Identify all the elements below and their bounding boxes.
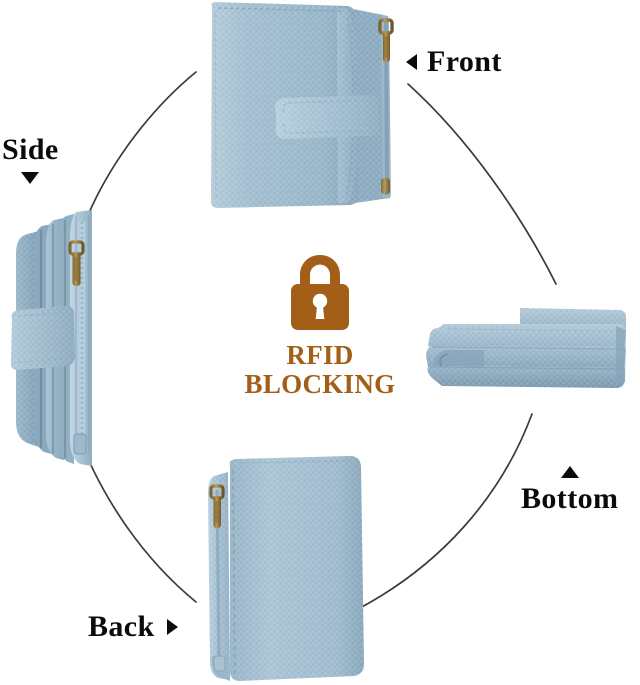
bottom-seam-1 [431, 346, 624, 350]
padlock-icon [291, 255, 349, 330]
bottom-stitch-top [447, 328, 619, 332]
callout-bottom-label: Bottom [521, 482, 619, 515]
callout-side-label: Side [2, 133, 59, 166]
callout-front-label: Front [427, 45, 502, 78]
back-zipper-stop [213, 655, 226, 672]
bottom-seam-2 [429, 366, 625, 370]
callout-side: Side [2, 135, 59, 184]
rfid-line-1: RFID [286, 340, 354, 370]
bottom-view [424, 298, 630, 402]
bottom-right-edge [616, 326, 626, 386]
rfid-line-2: BLOCKING [244, 368, 396, 399]
front-zipper-stop [381, 178, 390, 194]
back-view [204, 450, 368, 685]
callout-front: Front [406, 47, 502, 77]
callout-bottom: Bottom [521, 466, 618, 514]
side-zipper-pull [68, 240, 85, 286]
front-view [198, 0, 406, 212]
arc-front-to-bottom [407, 83, 557, 285]
callout-back-label: Back [88, 610, 155, 643]
triangle-up-icon [560, 466, 579, 478]
side-view [8, 196, 112, 474]
front-strap-stitch [282, 99, 369, 113]
rfid-text: RFID BLOCKING [245, 341, 396, 398]
triangle-right-icon [166, 619, 178, 635]
triangle-left-icon [406, 54, 417, 70]
callout-back: Back [88, 612, 178, 642]
arc-bottom-to-back [359, 413, 533, 609]
rfid-badge: RFID BLOCKING [232, 252, 408, 398]
front-stitch-left [214, 13, 217, 199]
back-seam-stitch [232, 469, 236, 675]
back-stitch-top [239, 460, 351, 464]
triangle-down-icon [21, 172, 40, 184]
back-zipper-pull [209, 484, 225, 528]
arc-front-to-side [87, 71, 197, 216]
side-zipper-stop [73, 433, 87, 455]
front-zipper-pull [378, 18, 394, 62]
